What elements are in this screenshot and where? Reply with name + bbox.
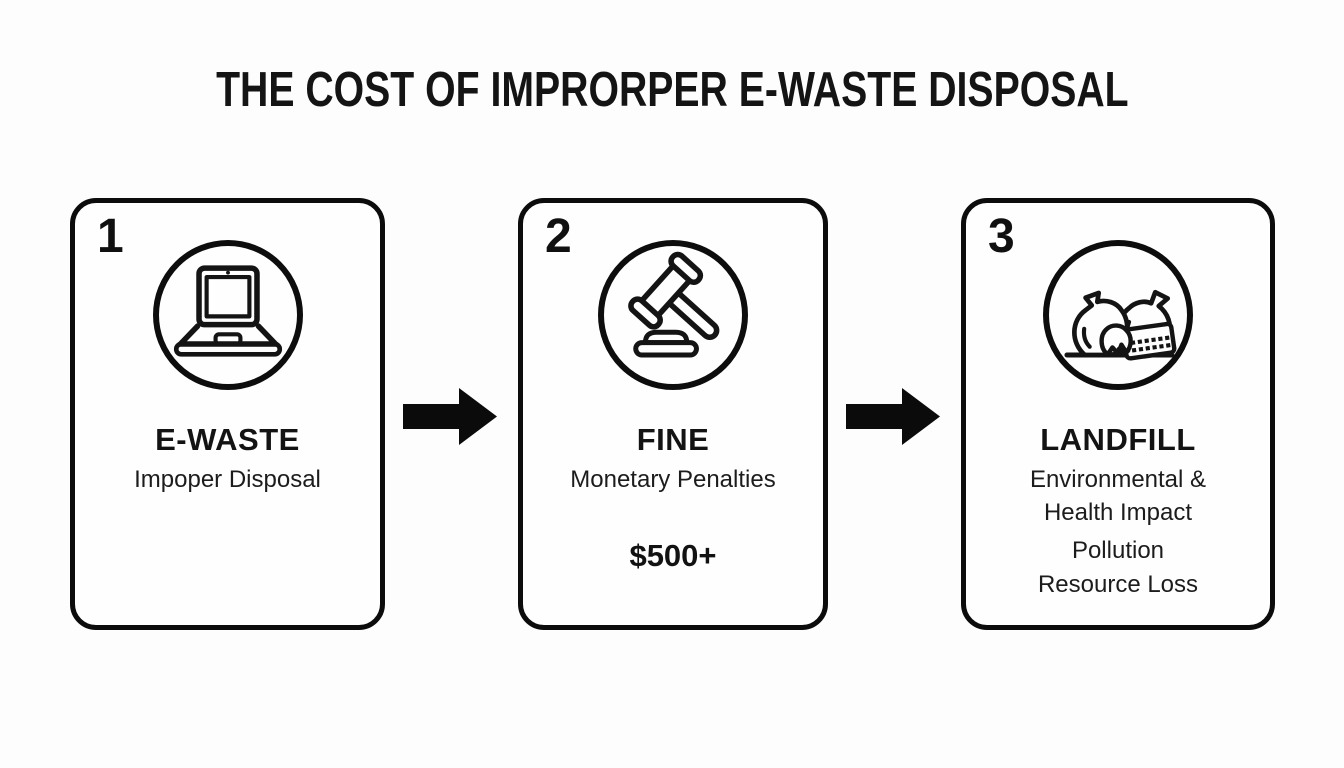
text-line: Environmental & — [1029, 466, 1207, 494]
arrow-right-icon — [403, 388, 497, 445]
fine-amount: $500+ — [629, 538, 717, 574]
card-heading-ewaste: E-WASTE — [155, 422, 300, 457]
text-line: Impoper Disposal — [134, 466, 321, 494]
gavel-icon — [628, 251, 720, 358]
landfill-trash-icon — [1064, 289, 1177, 361]
step-number-2: 2 — [545, 210, 572, 263]
step-card-ewaste: 1 E-WASTE Impoper Disposal — [70, 198, 385, 630]
card-subheading-fine: Monetary Penalties — [570, 463, 775, 496]
page-title-text: THE COST OF IMPRORPER E-WASTE DISPOSAL — [215, 63, 1129, 117]
card-heading-landfill: LANDFILL — [1040, 422, 1196, 457]
card-heading-fine: FINE — [636, 422, 710, 457]
arrow-right-icon — [846, 388, 940, 445]
landfill-consequence-lines: Pollution Resource Loss — [1038, 534, 1198, 602]
step-card-landfill: 3 — [961, 198, 1275, 630]
landfill-icon-circle — [1043, 240, 1193, 390]
landfill-impact-lines: Environmental & Health Impact — [1030, 463, 1206, 529]
gavel-icon-circle — [598, 240, 748, 390]
step-number-3: 3 — [988, 210, 1015, 263]
text-line: Health Impact — [1043, 499, 1193, 527]
page-title: THE COST OF IMPRORPER E-WASTE DISPOSAL — [0, 62, 1344, 118]
laptop-icon — [173, 265, 282, 357]
card-subheading-ewaste: Impoper Disposal — [134, 463, 321, 496]
text-line: Pollution — [1071, 537, 1165, 565]
step-card-fine: 2 FINE Monetary Penalties $500+ — [518, 198, 828, 630]
laptop-icon-circle — [152, 240, 303, 390]
text-line: Monetary Penalties — [570, 466, 776, 494]
text-line: Resource Loss — [1037, 571, 1199, 599]
step-number-1: 1 — [97, 210, 124, 263]
